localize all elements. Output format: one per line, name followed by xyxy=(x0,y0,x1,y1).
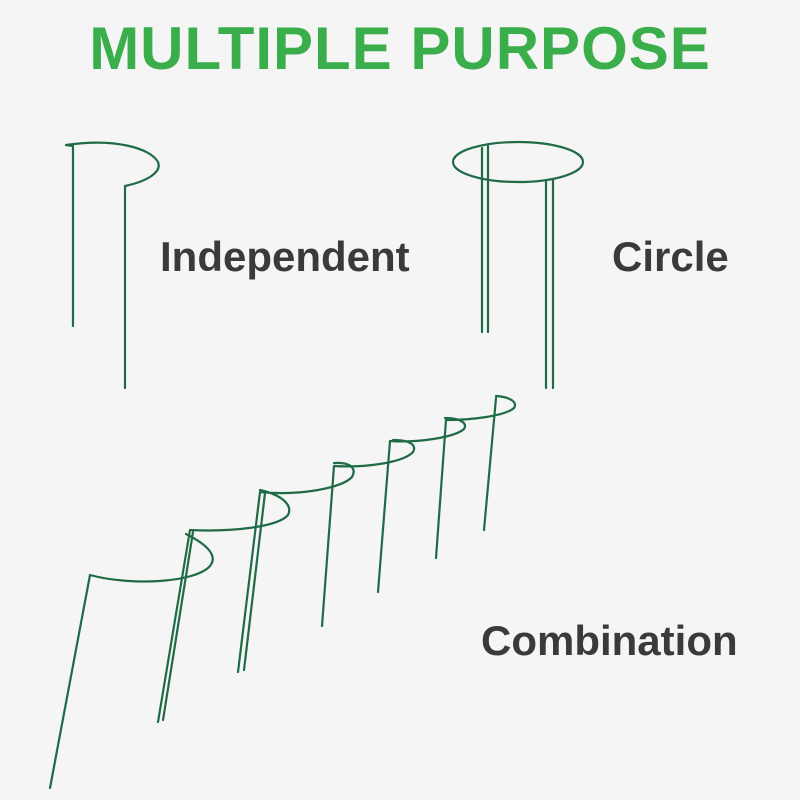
circle-stakes-icon xyxy=(451,140,585,390)
combination-label: Combination xyxy=(481,617,738,664)
independent-stake-icon xyxy=(64,141,160,390)
combination-stakes-icon xyxy=(48,394,517,790)
circle-label: Circle xyxy=(612,233,729,280)
independent-label: Independent xyxy=(160,233,410,280)
page-title: MULTIPLE PURPOSE xyxy=(89,15,711,82)
